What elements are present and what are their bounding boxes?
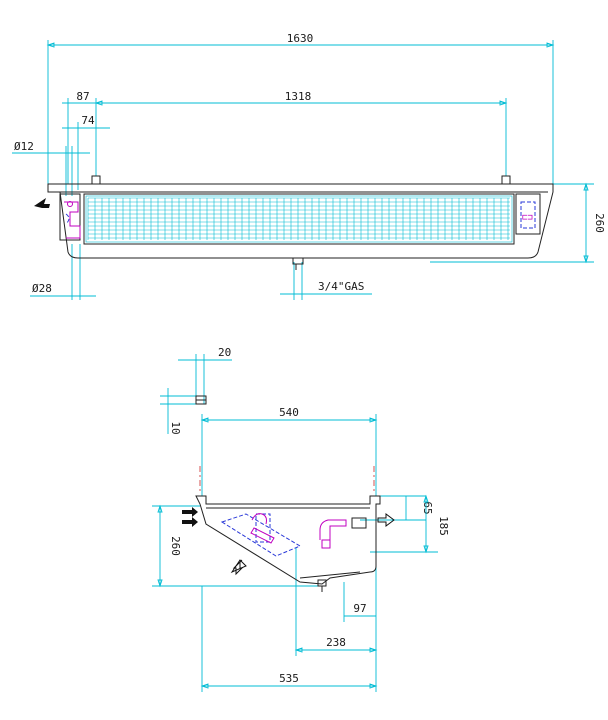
dim-inlet-diameter: Ø12 <box>12 140 90 196</box>
dim-text-overall-length: 1630 <box>287 32 314 45</box>
airflow-return-arrow-icon <box>230 559 247 576</box>
dim-support-spacing: 1318 <box>94 90 508 176</box>
dim-base-width: 535 <box>200 586 378 692</box>
unit-body-front <box>47 175 554 270</box>
dim-text-outlet-offset: 238 <box>326 636 346 649</box>
dim-text-front-height: 260 <box>593 213 606 233</box>
dim-text-outlet-height: 185 <box>437 516 450 536</box>
front-view: 1630 87 1318 74 Ø12 <box>12 32 606 300</box>
dim-edge-offset: 87 <box>62 90 96 184</box>
centerlines <box>199 466 375 492</box>
coil-fins <box>85 195 513 243</box>
airflow-arrow-icon <box>34 198 50 208</box>
dim-text-base-width: 535 <box>279 672 299 685</box>
airflow-in-arrows-icon <box>182 507 198 527</box>
coil-side-hidden <box>220 513 302 557</box>
dim-text-edge-offset: 87 <box>76 90 89 103</box>
dim-drain-thread: 3/4"GAS <box>280 262 372 300</box>
bracket-detail: 20 10 <box>160 346 232 435</box>
dim-outlet-height: 185 <box>370 494 450 554</box>
dim-front-height: 260 <box>430 182 606 264</box>
airflow-out-arrow-icon <box>377 513 395 527</box>
dim-side-height: 260 <box>152 504 322 588</box>
dim-text-inlet-diameter: Ø12 <box>14 140 34 153</box>
dim-inlet-offset: 74 <box>62 114 110 190</box>
dim-text-side-height: 260 <box>169 536 182 556</box>
dim-text-drain-offset: 97 <box>353 602 366 615</box>
unit-body-side <box>195 495 381 592</box>
dim-text-bracket-height: 10 <box>169 421 182 434</box>
dim-text-bracket-width: 20 <box>218 346 231 359</box>
dim-text-outlet-diameter: Ø28 <box>32 282 52 295</box>
dim-text-inlet-offset: 74 <box>81 114 95 127</box>
dim-text-top-width: 540 <box>279 406 299 419</box>
dim-drain-offset: 97 <box>343 566 377 622</box>
dim-text-support-spacing: 1318 <box>285 90 312 103</box>
dim-top-height: 65 <box>360 495 434 521</box>
dim-outlet-offset: 238 <box>294 548 378 656</box>
dim-text-top-height: 65 <box>421 501 434 514</box>
dim-text-drain-thread: 3/4"GAS <box>318 280 364 293</box>
dim-outlet-diameter: Ø28 <box>30 244 96 300</box>
fittings-front: ⊏⊐ <box>64 201 536 239</box>
dim-overall-length: 1630 <box>46 32 555 184</box>
outlet-marker-icon: ⊏⊐ <box>522 213 533 223</box>
side-view: 20 10 540 65 185 <box>152 346 450 692</box>
fittings-side <box>250 513 347 549</box>
dim-top-width: 540 <box>200 406 378 496</box>
